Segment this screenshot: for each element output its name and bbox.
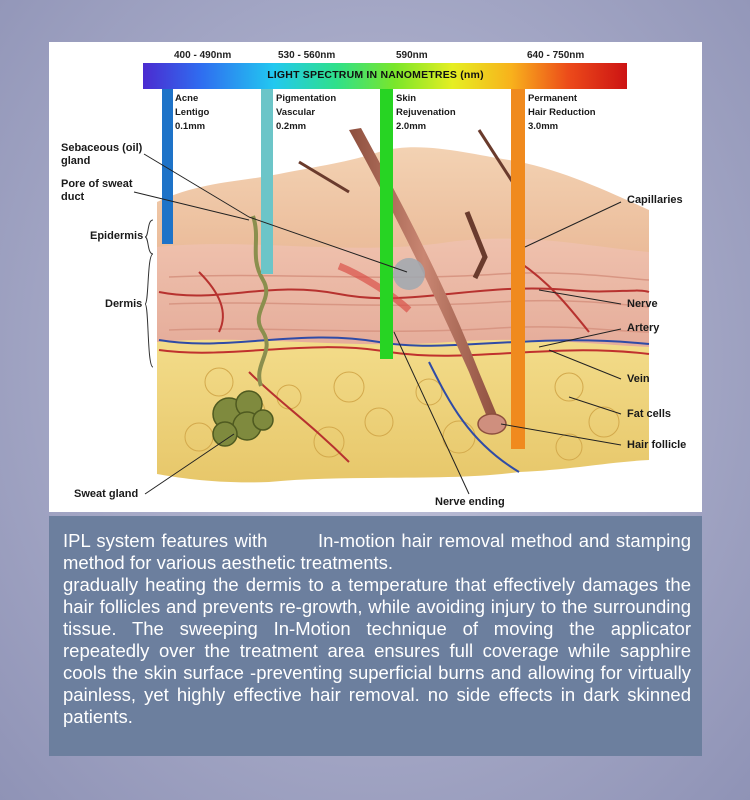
skin-block <box>157 128 650 483</box>
label-sebaceous-gland: Sebaceous (oil)gland <box>61 142 143 167</box>
description-intro: IPL system features with In-motion hair … <box>63 530 697 573</box>
skin-cross-section-illustration <box>133 63 650 495</box>
column-blue <box>162 89 173 244</box>
range-label-4: 640 - 750nm <box>527 50 585 61</box>
skin-diagram-panel: 400 - 490nm 530 - 560nm 590nm 640 - 750n… <box>49 42 702 512</box>
label-dermis: Dermis <box>105 298 143 310</box>
column-cyan <box>261 89 273 274</box>
label-vein: Vein <box>627 373 650 385</box>
column-orange <box>511 89 525 449</box>
epidermis-bracket <box>144 219 154 255</box>
column-green <box>380 89 393 359</box>
range-label-2: 530 - 560nm <box>278 50 336 61</box>
label-nerve-ending: Nerve ending <box>435 496 505 508</box>
label-sweat-gland: Sweat gland <box>74 488 139 500</box>
range-label-1: 400 - 490nm <box>174 50 232 61</box>
label-epidermis: Epidermis <box>90 230 144 242</box>
label-capillaries: Capillaries <box>627 194 683 206</box>
range-label-3: 590nm <box>396 50 428 61</box>
label-hair-follicle: Hair follicle <box>627 439 687 451</box>
spectrum-bar <box>143 63 627 89</box>
label-artery: Artery <box>627 322 660 334</box>
description-body: gradually heating the dermis to a temper… <box>63 574 691 727</box>
label-nerve: Nerve <box>627 298 658 310</box>
label-fat-cells: Fat cells <box>627 408 672 420</box>
description-box: IPL system features with In-motion hair … <box>49 516 702 756</box>
spectrum-title: LIGHT SPECTRUM IN NANOMETRES (nm) <box>267 69 484 81</box>
dermis-bracket <box>144 253 154 368</box>
